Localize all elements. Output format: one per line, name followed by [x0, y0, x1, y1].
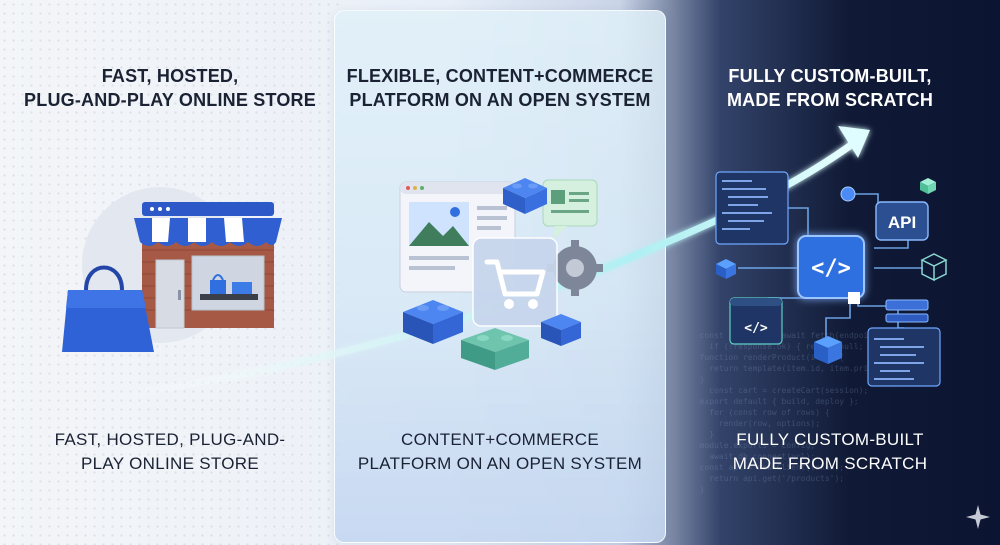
panel-2-heading: FLEXIBLE, CONTENT+COMMERCE PLATFORM ON A… [340, 64, 660, 112]
panel-3-caption: FULLY CUSTOM-BUILT MADE FROM SCRATCH [680, 428, 980, 476]
panel-3-heading-line-2: MADE FROM SCRATCH [726, 90, 934, 110]
panel-3-caption-line-2: MADE FROM SCRATCH [732, 454, 928, 473]
storefront-icon [62, 187, 282, 352]
code-background-texture: const response = await fetch(endpoint); … [699, 331, 888, 494]
panel-1-caption-line-1: FAST, HOSTED, PLUG-AND- [54, 430, 286, 449]
panel-1-caption-line-2: PLAY ONLINE STORE [81, 454, 259, 473]
panel-2-caption-line-2: PLATFORM ON AN OPEN SYSTEM [357, 454, 643, 473]
content-commerce-illustration [399, 178, 603, 370]
panel-3-heading: FULLY CUSTOM-BUILT, MADE FROM SCRATCH [680, 64, 980, 112]
panel-2-caption-line-1: CONTENT+COMMERCE [401, 430, 599, 449]
sparkle-icon [966, 505, 990, 529]
panel-1-heading-line-1: FAST, HOSTED, [101, 66, 239, 86]
panel-1-heading-line-2: PLUG-AND-PLAY ONLINE STORE [24, 90, 316, 110]
api-label: API [888, 213, 916, 232]
panel-2-heading-line-1: FLEXIBLE, CONTENT+COMMERCE [346, 66, 654, 86]
panel-1-caption: FAST, HOSTED, PLUG-AND- PLAY ONLINE STOR… [20, 428, 320, 476]
panel-2-caption: CONTENT+COMMERCE PLATFORM ON AN OPEN SYS… [340, 428, 660, 476]
panel-3-caption-line-1: FULLY CUSTOM-BUILT [736, 430, 924, 449]
panel-2-heading-line-2: PLATFORM ON AN OPEN SYSTEM [349, 90, 651, 110]
code-symbol: </> [811, 256, 851, 281]
panel-3-heading-line-1: FULLY CUSTOM-BUILT, [728, 66, 932, 86]
code-window-symbol: </> [744, 321, 768, 336]
panel-1-heading: FAST, HOSTED, PLUG-AND-PLAY ONLINE STORE [20, 64, 320, 112]
custom-code-network-illustration: API </> </> [715, 171, 948, 387]
